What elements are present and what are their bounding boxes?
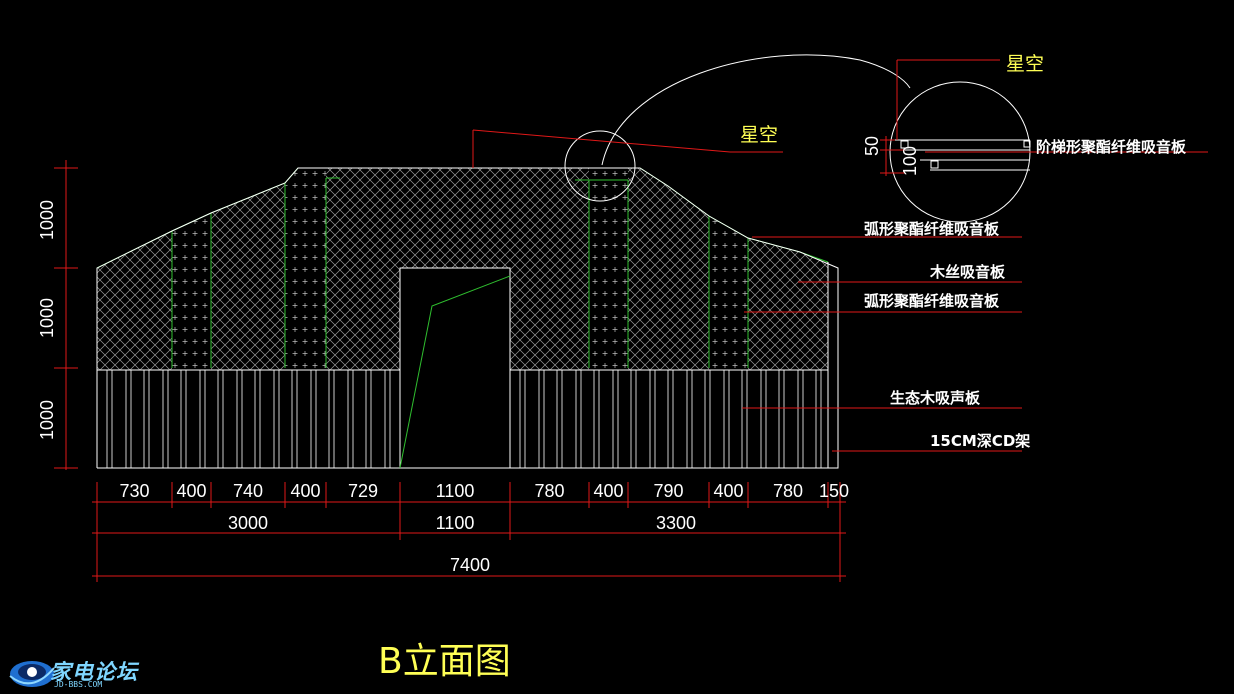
hdim1-value: 400: [593, 481, 623, 501]
detail-dim-50: 50: [862, 136, 882, 156]
hdim1-value: 400: [290, 481, 320, 501]
detail-dim-100: 100: [900, 146, 920, 176]
hdim1-value: 790: [653, 481, 683, 501]
drawing-title: B立面图: [378, 641, 511, 682]
watermark-sub: JD-BBS.COM: [54, 680, 103, 689]
label-eco-wood-panel: 生态木吸声板: [890, 389, 981, 407]
hdim2-right: 3300: [656, 513, 696, 533]
wall-lower-eco-wood-slats: [106, 370, 822, 468]
hdim2-left: 3000: [228, 513, 268, 533]
hdim1-value: 780: [534, 481, 564, 501]
starry-sky-label: 星空: [740, 124, 778, 146]
hdim1-value: 150: [819, 481, 849, 501]
hdim1-value: 400: [713, 481, 743, 501]
vdim-1: 1000: [37, 200, 57, 240]
forum-logo: [9, 661, 55, 687]
hdim3-total: 7400: [450, 555, 490, 575]
horizontal-dimension-lines: [92, 482, 846, 582]
watermark-text: 家电论坛: [50, 660, 138, 684]
label-curved-polyester-panel-bottom: 弧形聚酯纤维吸音板: [864, 292, 1000, 310]
detail-callout: [472, 54, 1208, 223]
dimension-row-1: 730 400 740 400 729 1100 780 400 790 400 780 150: [119, 481, 849, 501]
doorway: [399, 267, 511, 469]
starry-sky-detail-label: 星空: [1006, 53, 1044, 75]
label-wood-wool-panel: 木丝吸音板: [929, 263, 1006, 281]
label-curved-polyester-panel-top: 弧形聚酯纤维吸音板: [864, 220, 1000, 238]
material-leaders: [742, 236, 1022, 452]
label-cd-rack: 15CM深CD架: [930, 432, 1030, 450]
hdim1-value: 740: [233, 481, 263, 501]
hdim2-door: 1100: [436, 513, 475, 533]
vertical-dimension-lines: [54, 160, 78, 470]
vdim-2: 1000: [37, 298, 57, 338]
hdim1-value: 780: [773, 481, 803, 501]
hdim1-value: 400: [176, 481, 206, 501]
hdim1-value: 730: [119, 481, 149, 501]
hdim1-value: 1100: [436, 481, 475, 501]
label-stepped-polyester-panel: 阶梯形聚酯纤维吸音板: [1036, 138, 1187, 156]
hdim1-value: 729: [348, 481, 378, 501]
vdim-3: 1000: [37, 400, 57, 440]
